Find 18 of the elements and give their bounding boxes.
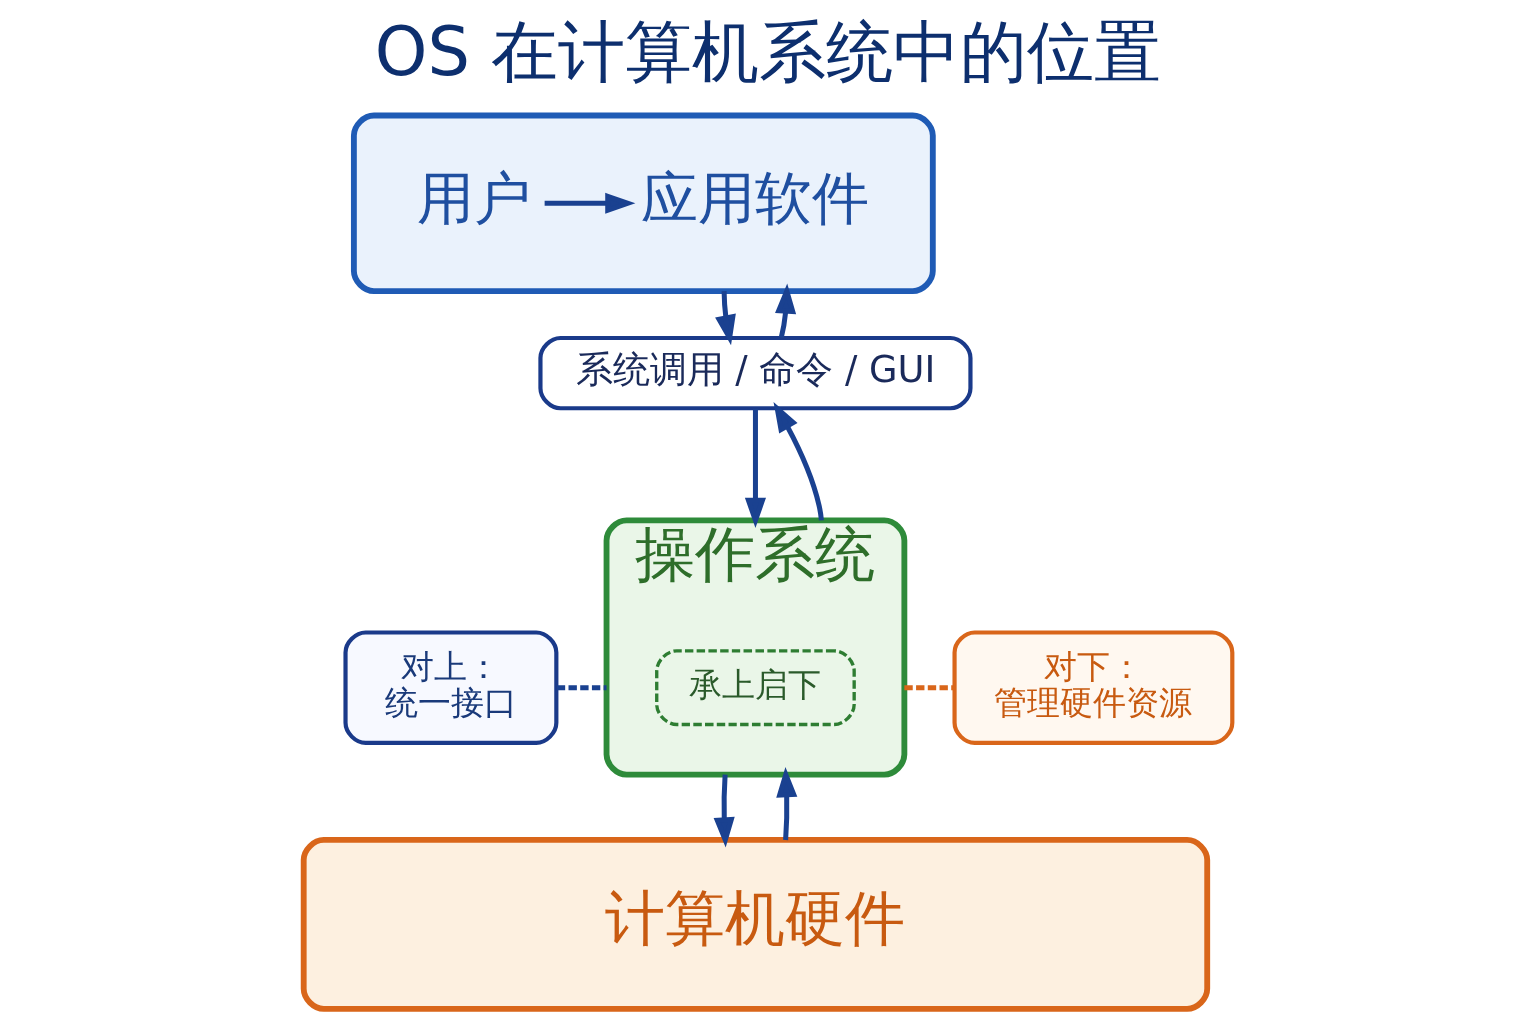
connector <box>556 685 607 691</box>
connector <box>904 685 955 691</box>
arrow <box>713 774 735 848</box>
node-box: 计算机硬件 <box>300 837 1211 1012</box>
arrow <box>773 402 824 521</box>
arrow <box>775 283 797 339</box>
arrow <box>715 291 736 346</box>
arrow <box>544 192 636 214</box>
node-text: 应用软件 <box>641 164 870 231</box>
node-box: 对上： 统一接口 <box>343 630 559 745</box>
diagram-title: OS 在计算机系统中的位置 <box>374 13 1162 92</box>
node-box: 承上启下 <box>655 649 856 727</box>
cluster <box>350 112 936 295</box>
arrow <box>776 767 798 841</box>
node-box: 对下： 管理硬件资源 <box>952 630 1235 745</box>
node-box: 系统调用 / 命令 / GUI <box>538 335 973 411</box>
node-text: 用户 <box>417 164 532 231</box>
arrow <box>744 408 766 528</box>
